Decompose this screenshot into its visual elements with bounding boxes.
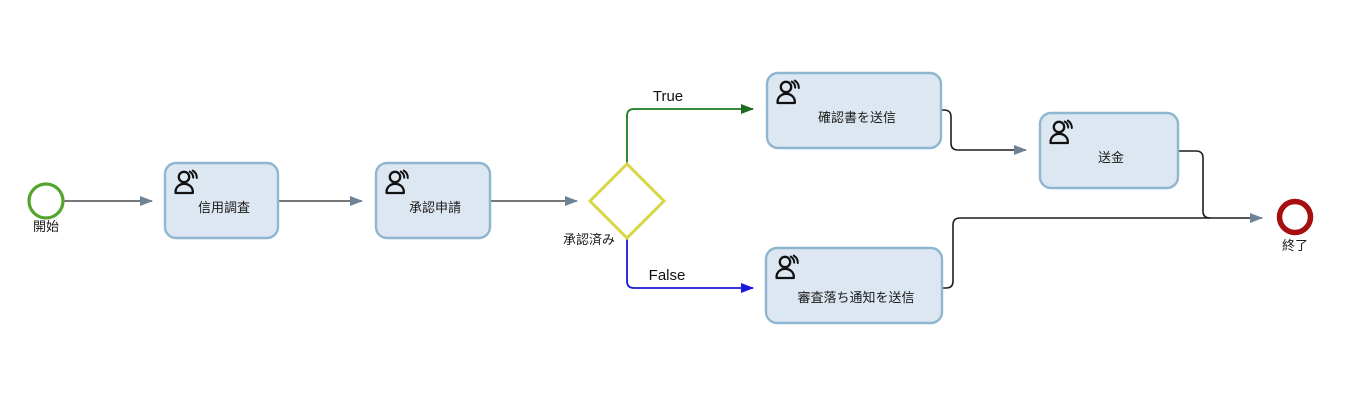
task-approval-request-box[interactable]: [374, 161, 492, 240]
edge-gateway-true: [626, 104, 754, 163]
node-task-credit-check[interactable]: 信用調査: [163, 161, 280, 240]
end-event-label: 終了: [1282, 238, 1308, 253]
edge-label-true: True: [653, 88, 683, 105]
task-approval-request-label: 承認申請: [409, 200, 461, 215]
task-remittance-label: 送金: [1098, 150, 1124, 165]
task-send-confirmation-box[interactable]: [765, 71, 943, 150]
task-credit-check-label: 信用調査: [198, 200, 250, 215]
node-gateway-approved[interactable]: 承認済み: [563, 161, 667, 247]
task-send-rejection-label: 審査落ち通知を送信: [797, 290, 914, 305]
node-task-send-confirmation[interactable]: 確認書を送信: [765, 71, 943, 150]
edge-remittance-to-end: [1178, 150, 1211, 219]
gateway-diamond[interactable]: [587, 161, 667, 241]
edge-confirmation-to-remittance: [941, 109, 1027, 155]
task-credit-check-box[interactable]: [163, 161, 280, 240]
end-event-circle[interactable]: [1276, 198, 1314, 236]
node-end-event[interactable]: 終了: [1276, 198, 1314, 254]
task-send-confirmation-label: 確認書を送信: [818, 110, 896, 125]
edge-gateway-false: [626, 239, 754, 293]
task-remittance-box[interactable]: [1038, 111, 1180, 190]
edge-rejection-to-end: [941, 213, 1263, 289]
edge-label-false: False: [649, 267, 686, 284]
task-send-rejection-box[interactable]: [764, 246, 944, 325]
node-start-event[interactable]: 開始: [27, 182, 65, 234]
node-task-approval-request[interactable]: 承認申請: [374, 161, 492, 240]
node-task-remittance[interactable]: 送金: [1038, 111, 1180, 190]
start-event-label: 開始: [33, 219, 59, 234]
start-event-circle[interactable]: [27, 182, 65, 220]
node-task-send-rejection[interactable]: 審査落ち通知を送信: [764, 246, 944, 325]
gateway-approved-label: 承認済み: [563, 232, 615, 247]
